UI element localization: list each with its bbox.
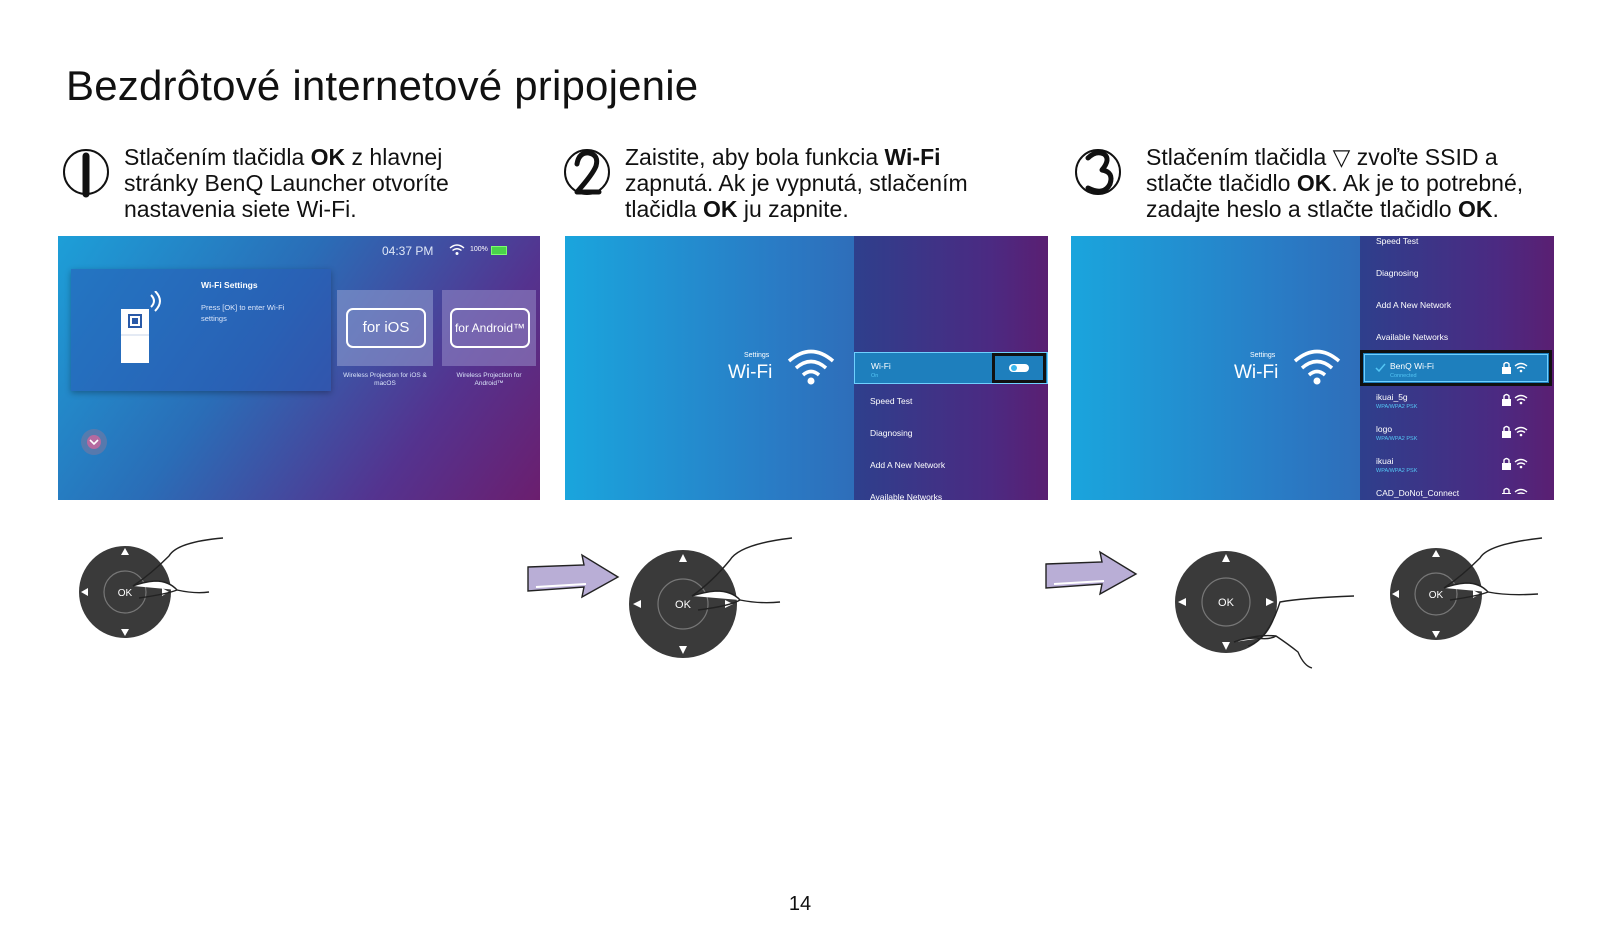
android-label: for Android™ <box>450 308 530 348</box>
wifi-settings-title: Wi-Fi Settings <box>201 280 258 290</box>
menu-item-add-network[interactable]: Add A New Network <box>1376 300 1452 310</box>
menu-item-speed-test[interactable]: Speed Test <box>1376 236 1419 246</box>
lock-wifi-icons <box>1502 362 1528 494</box>
toggle-switch[interactable] <box>1009 364 1029 372</box>
router-icon <box>121 291 161 363</box>
step-1-text: Stlačením tlačidla OK z hlavnej stránky … <box>124 144 449 222</box>
ios-caption: Wireless Projection for iOS &macOS <box>343 372 427 387</box>
clock: 04:37 PM <box>382 244 434 258</box>
check-icon <box>1375 363 1386 372</box>
ios-label: for iOS <box>346 308 426 348</box>
battery-icon <box>491 246 507 255</box>
remote-dpad-1: OK <box>79 537 224 638</box>
menu-item-diagnosing[interactable]: Diagnosing <box>1376 268 1419 278</box>
ok-label: OK <box>1218 597 1235 609</box>
page-number: 14 <box>788 893 812 915</box>
step-number-2-icon <box>564 149 610 195</box>
ok-label: OK <box>118 588 133 599</box>
step-number-1-icon <box>63 149 109 198</box>
wifi-settings-desc-2: settings <box>201 314 227 323</box>
network-menu: Speed Test Diagnosing Add A New Network … <box>1360 236 1554 500</box>
next-arrow-2-icon <box>1045 550 1138 596</box>
ok-label: OK <box>1429 590 1444 601</box>
apps-button[interactable] <box>81 429 107 455</box>
android-projection-tile[interactable]: for Android™ <box>442 290 536 366</box>
remote-dpad-3-down: OK <box>1175 551 1355 669</box>
remote-dpad-3-ok: OK <box>1390 537 1543 640</box>
wifi-toggle-highlight <box>992 353 1046 383</box>
wifi-large-icon <box>1293 349 1341 385</box>
step-2-text: Zaistite, aby bola funkcia Wi-Fi zapnutá… <box>625 144 968 222</box>
step-3-text: Stlačením tlačidla ▽ zvoľte SSID a stlač… <box>1146 144 1524 222</box>
menu-item-diagnosing[interactable]: Diagnosing <box>870 428 913 438</box>
menu-item-available-networks: Available Networks <box>1376 332 1449 342</box>
menu-item-available-networks: Available Networks <box>870 492 943 500</box>
network-row[interactable]: CAD_DoNot_Connect <box>1376 488 1460 498</box>
wifi-settings-tile[interactable]: Wi-Fi Settings Press [OK] to enter Wi-Fi… <box>71 269 331 391</box>
menu-item-speed-test[interactable]: Speed Test <box>870 396 913 406</box>
launcher-screenshot: 04:37 PM 100% Wi-Fi Settings Press [OK] … <box>58 236 540 500</box>
page-title: Bezdrôtové internetové pripojenie <box>66 62 699 109</box>
wifi-label: Wi-Fi <box>1234 362 1279 383</box>
wifi-status-icon <box>449 244 465 255</box>
wifi-settings-desc-1: Press [OK] to enter Wi-Fi <box>201 303 285 312</box>
menu-item-add-network[interactable]: Add A New Network <box>870 460 946 470</box>
ok-label: OK <box>675 599 692 611</box>
wifi-label: Wi-Fi <box>728 362 773 383</box>
wifi-large-icon <box>787 349 835 385</box>
settings-label: Settings <box>1250 352 1276 359</box>
next-arrow-1-icon <box>527 553 620 599</box>
ios-projection-tile[interactable]: for iOS <box>337 290 433 366</box>
step-number-3-icon <box>1075 149 1121 195</box>
apps-icon <box>87 435 101 449</box>
network-list-screenshot: Settings Wi-Fi Speed Test Diagnosing Add… <box>1071 236 1554 500</box>
battery-level: 100% <box>470 246 488 253</box>
settings-label: Settings <box>744 352 770 359</box>
remote-dpad-2: OK <box>629 537 793 658</box>
